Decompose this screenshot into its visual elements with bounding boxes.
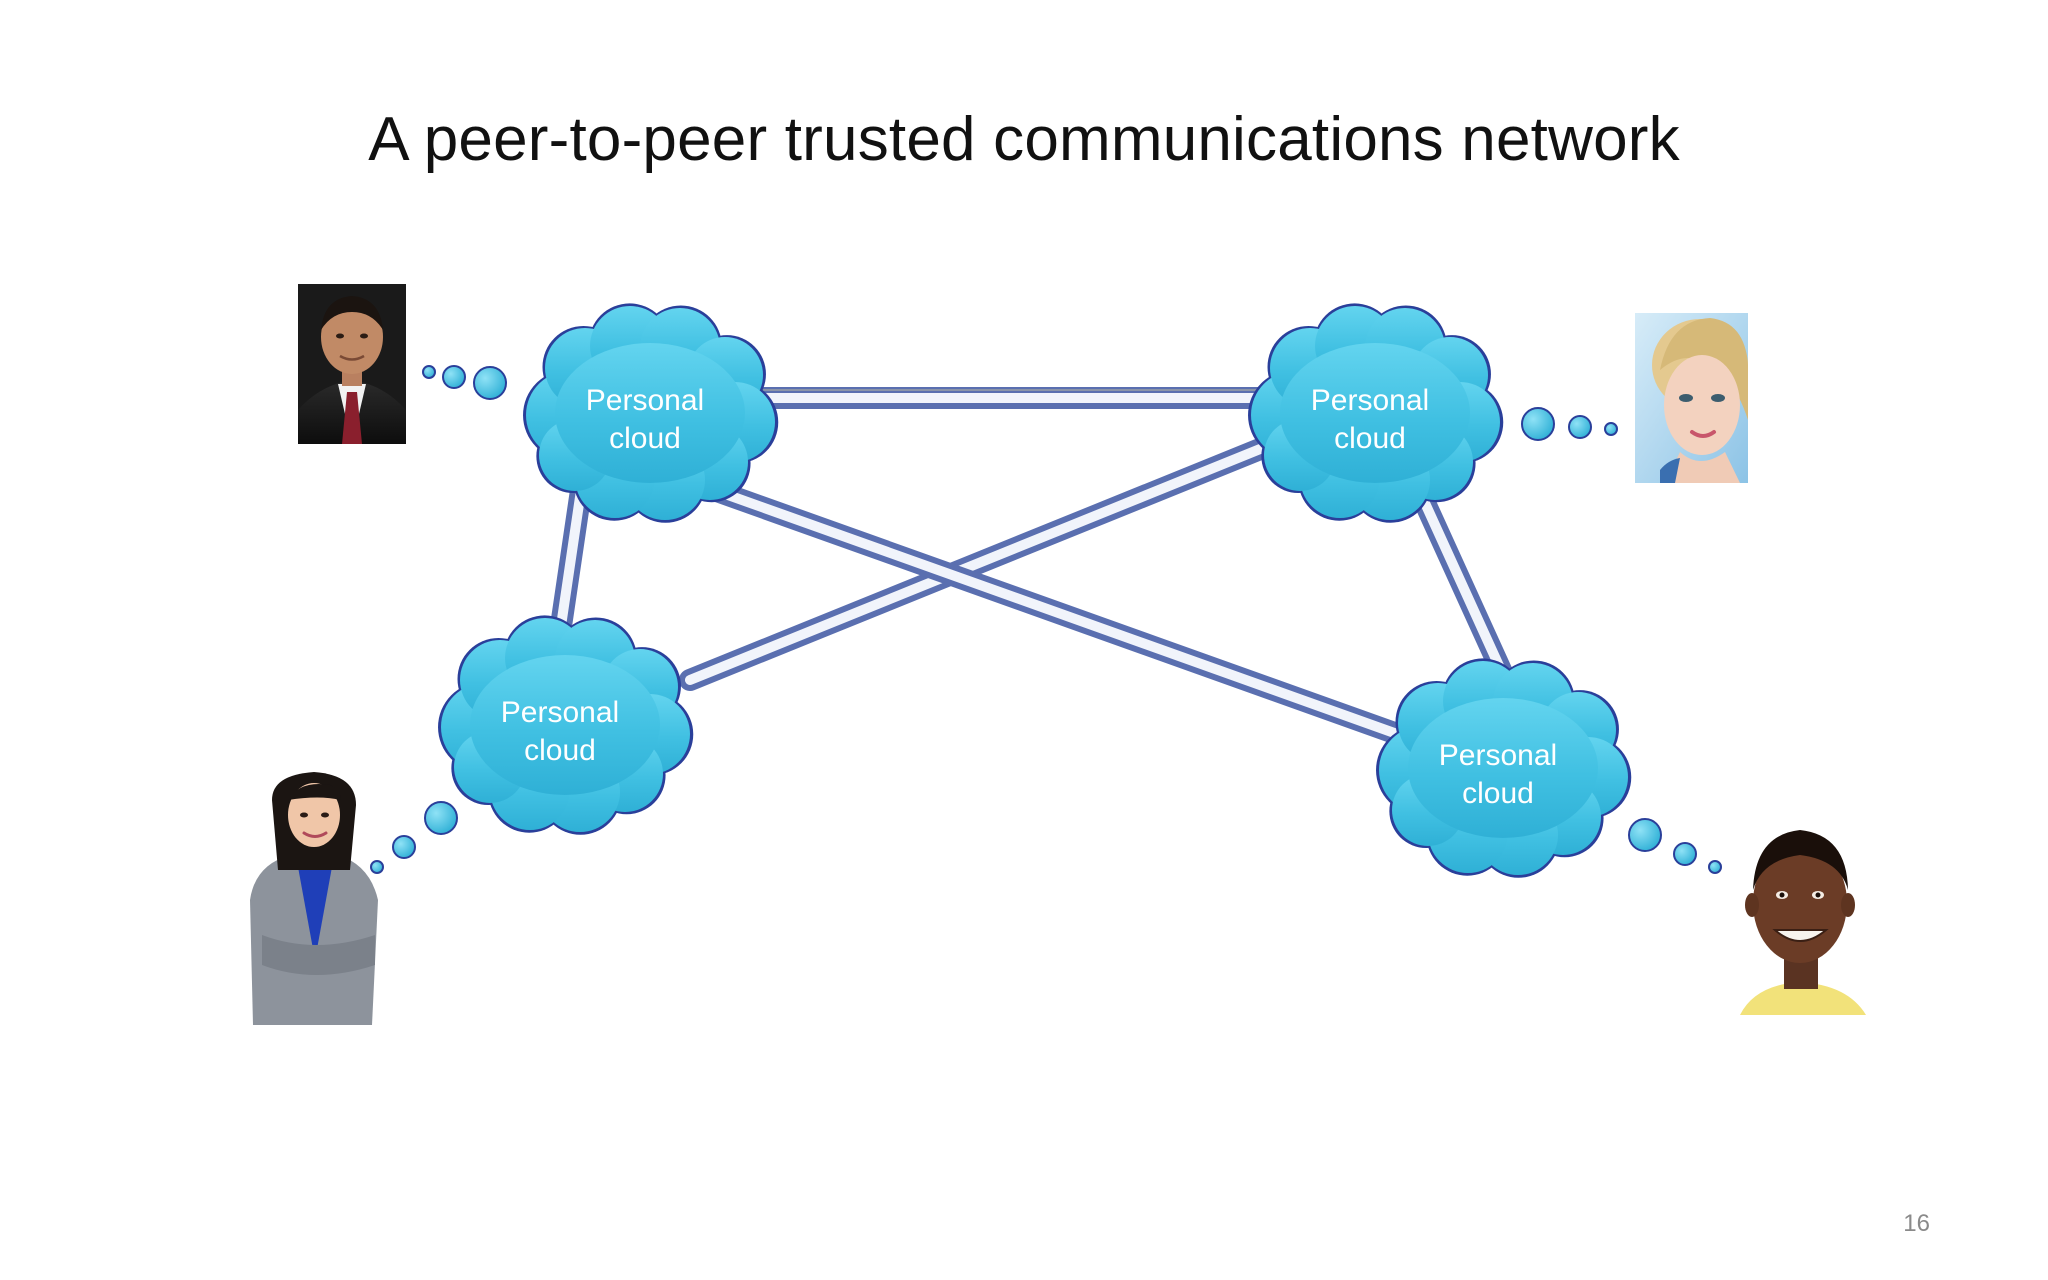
cloud-label-line1: Personal (1439, 739, 1557, 772)
link-top-right-bottom-right (1399, 459, 1521, 701)
page-number: 16 (1903, 1210, 1930, 1237)
person-woman-blonde-photo (1635, 313, 1748, 483)
link-top-left-bottom-right (689, 474, 1411, 746)
cloud-label-line1: Personal (1311, 384, 1429, 417)
cloud-label-line2: cloud (1462, 777, 1534, 810)
link-bottom-left-top-right (679, 434, 1281, 691)
cloud-label-line1: Personal (586, 384, 704, 417)
cloud-label-line1: Personal (501, 696, 619, 729)
link-top-left-top-right (689, 387, 1341, 409)
cloud-top-left: Personal cloud (523, 303, 779, 523)
slide-title: A peer-to-peer trusted communications ne… (368, 105, 1680, 174)
person-man-suit-photo (298, 284, 406, 444)
cloud-label-line2: cloud (524, 734, 596, 767)
person-woman-business-photo (250, 772, 378, 1025)
cloud-bottom-left: Personal cloud (438, 615, 694, 835)
cloud-bottom-right: Personal cloud (1376, 658, 1632, 878)
cloud-top-right: Personal cloud (1248, 303, 1504, 523)
thought-bubbles-top-left (422, 365, 507, 400)
thought-bubbles-bottom-left (370, 801, 458, 874)
cloud-label-line2: cloud (609, 422, 681, 455)
thought-bubbles-bottom-right (1628, 818, 1722, 874)
cloud-label-line2: cloud (1334, 422, 1406, 455)
thought-bubbles-top-right (1521, 407, 1618, 441)
person-boy-smiling-photo (1740, 830, 1866, 1015)
